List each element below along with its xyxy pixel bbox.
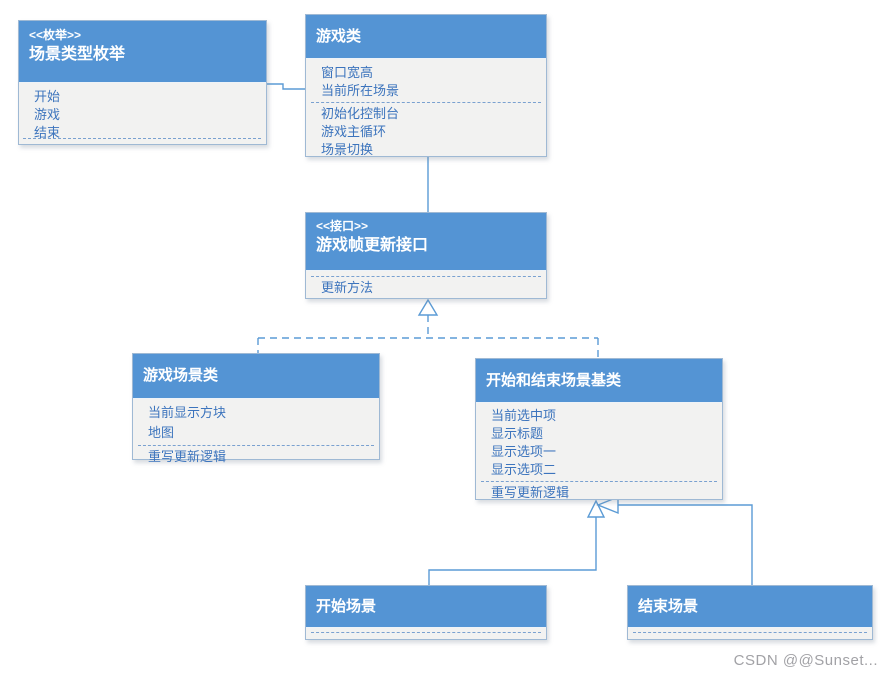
class-box-game-scene: 游戏场景类 当前显示方块 地图 重写更新逻辑 — [132, 353, 380, 464]
class-body: 窗口宽高 当前所在场景 初始化控制台 游戏主循环 场景切换 — [306, 59, 546, 159]
class-title: 场景类型枚举 — [29, 46, 126, 63]
class-box-start-end-scene-base: 开始和结束场景基类 当前选中项 显示标题 显示选项一 显示选项二 重写更新逻辑 — [475, 358, 723, 500]
enum-member: 结束 — [34, 125, 61, 140]
attribute-row: 当前所在场景 — [321, 83, 400, 98]
realization-dashed-line — [257, 315, 599, 358]
attribute-row: 显示选项一 — [491, 444, 557, 459]
section-divider — [311, 102, 541, 103]
generalization-start-arrowhead-icon — [586, 499, 606, 518]
class-body: 当前选中项 显示标题 显示选项一 显示选项二 重写更新逻辑 — [476, 403, 722, 502]
attribute-row: 当前选中项 — [491, 408, 557, 423]
class-title: 开始场景 — [316, 598, 377, 615]
class-body: 更新方法 — [306, 276, 546, 297]
method-row: 更新方法 — [321, 280, 374, 295]
class-body — [628, 632, 872, 633]
class-header: 开始场景 — [306, 586, 546, 628]
section-divider — [23, 138, 261, 139]
method-row: 初始化控制台 — [321, 106, 400, 121]
class-body: 当前显示方块 地图 重写更新逻辑 — [133, 399, 379, 466]
class-title: 游戏场景类 — [143, 367, 219, 384]
attribute-row: 显示标题 — [491, 426, 544, 441]
class-box-scene-type-enum: <<枚举>> 场景类型枚举 开始 游戏 结束 — [18, 20, 267, 145]
class-body: 开始 游戏 结束 — [19, 83, 266, 144]
attribute-row: 窗口宽高 — [321, 65, 374, 80]
class-header: 游戏场景类 — [133, 354, 379, 399]
csdn-watermark: CSDN @@Sunset... — [733, 652, 878, 669]
class-box-end-scene: 结束场景 — [627, 585, 873, 640]
generalization-start-line — [428, 517, 597, 585]
method-row: 场景切换 — [321, 142, 374, 157]
section-divider — [633, 632, 867, 633]
attribute-row: 显示选项二 — [491, 462, 557, 477]
class-title: 结束场景 — [638, 598, 699, 615]
section-divider — [311, 632, 541, 633]
enum-member: 游戏 — [34, 107, 61, 122]
attribute-row: 当前显示方块 — [148, 405, 227, 420]
class-box-frame-update-interface: <<接口>> 游戏帧更新接口 更新方法 — [305, 212, 547, 299]
stereotype-label: <<接口>> — [316, 219, 369, 233]
section-divider — [481, 481, 717, 482]
class-header: <<枚举>> 场景类型枚举 — [19, 21, 266, 83]
class-header: <<接口>> 游戏帧更新接口 — [306, 213, 546, 271]
class-body — [306, 632, 546, 633]
generalization-end-line — [618, 504, 753, 585]
realization-arrowhead-icon — [417, 298, 439, 316]
section-divider — [311, 276, 541, 277]
class-title: 游戏帧更新接口 — [316, 237, 429, 254]
class-title: 开始和结束场景基类 — [486, 372, 622, 389]
stereotype-label: <<枚举>> — [29, 28, 82, 42]
enum-member: 开始 — [34, 89, 61, 104]
method-row: 重写更新逻辑 — [148, 449, 227, 464]
class-header: 游戏类 — [306, 15, 546, 59]
association-enum-to-game — [267, 83, 305, 90]
class-box-game: 游戏类 窗口宽高 当前所在场景 初始化控制台 游戏主循环 场景切换 — [305, 14, 547, 157]
class-header: 开始和结束场景基类 — [476, 359, 722, 403]
class-box-start-scene: 开始场景 — [305, 585, 547, 640]
attribute-row: 地图 — [148, 425, 175, 440]
method-row: 游戏主循环 — [321, 124, 387, 139]
class-header: 结束场景 — [628, 586, 872, 628]
class-title: 游戏类 — [316, 28, 362, 45]
section-divider — [138, 445, 374, 446]
generalization-end-arrowhead-icon — [596, 495, 619, 515]
method-row: 重写更新逻辑 — [491, 485, 570, 500]
